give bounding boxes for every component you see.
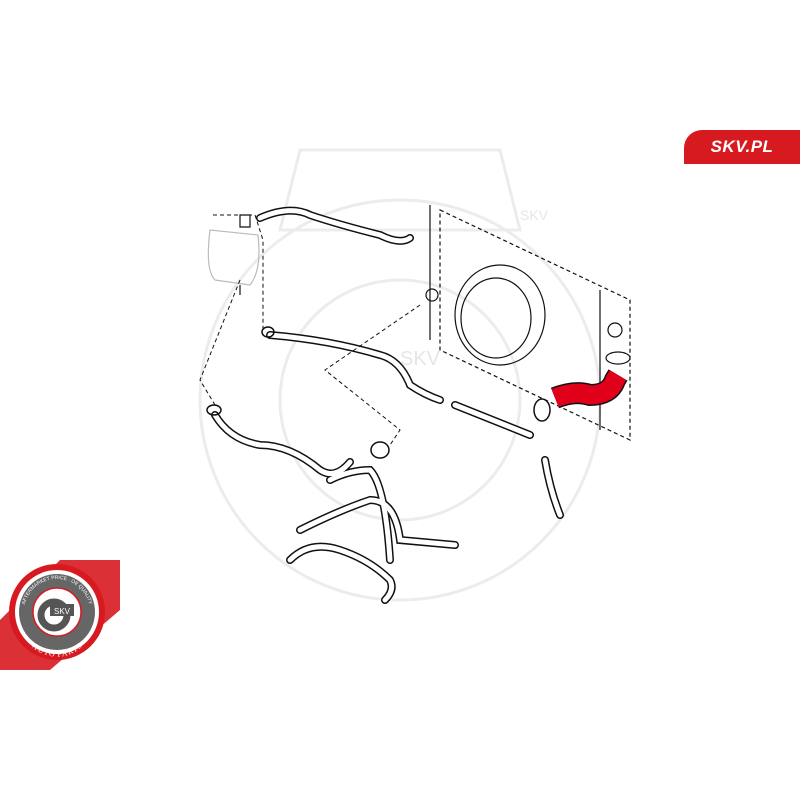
highlighted-radiator-hose-fill [551, 370, 627, 407]
brand-site-label: SKV.PL [710, 137, 774, 156]
expansion-tank [207, 214, 260, 295]
skv-auto-parts-badge: SKV AFTERMARKET PRICE · OE QUALITY AUTO … [0, 560, 120, 670]
clamps [206, 326, 551, 459]
badge-center-text: SKV [54, 607, 71, 616]
watermark-text-center: SKV [400, 348, 441, 370]
brand-site-tab: SKV.PL [684, 130, 800, 164]
hoses-inner [212, 208, 563, 603]
leader-lines [199, 214, 421, 446]
radiator [425, 205, 631, 441]
watermark-text-top: SKV [520, 207, 549, 223]
